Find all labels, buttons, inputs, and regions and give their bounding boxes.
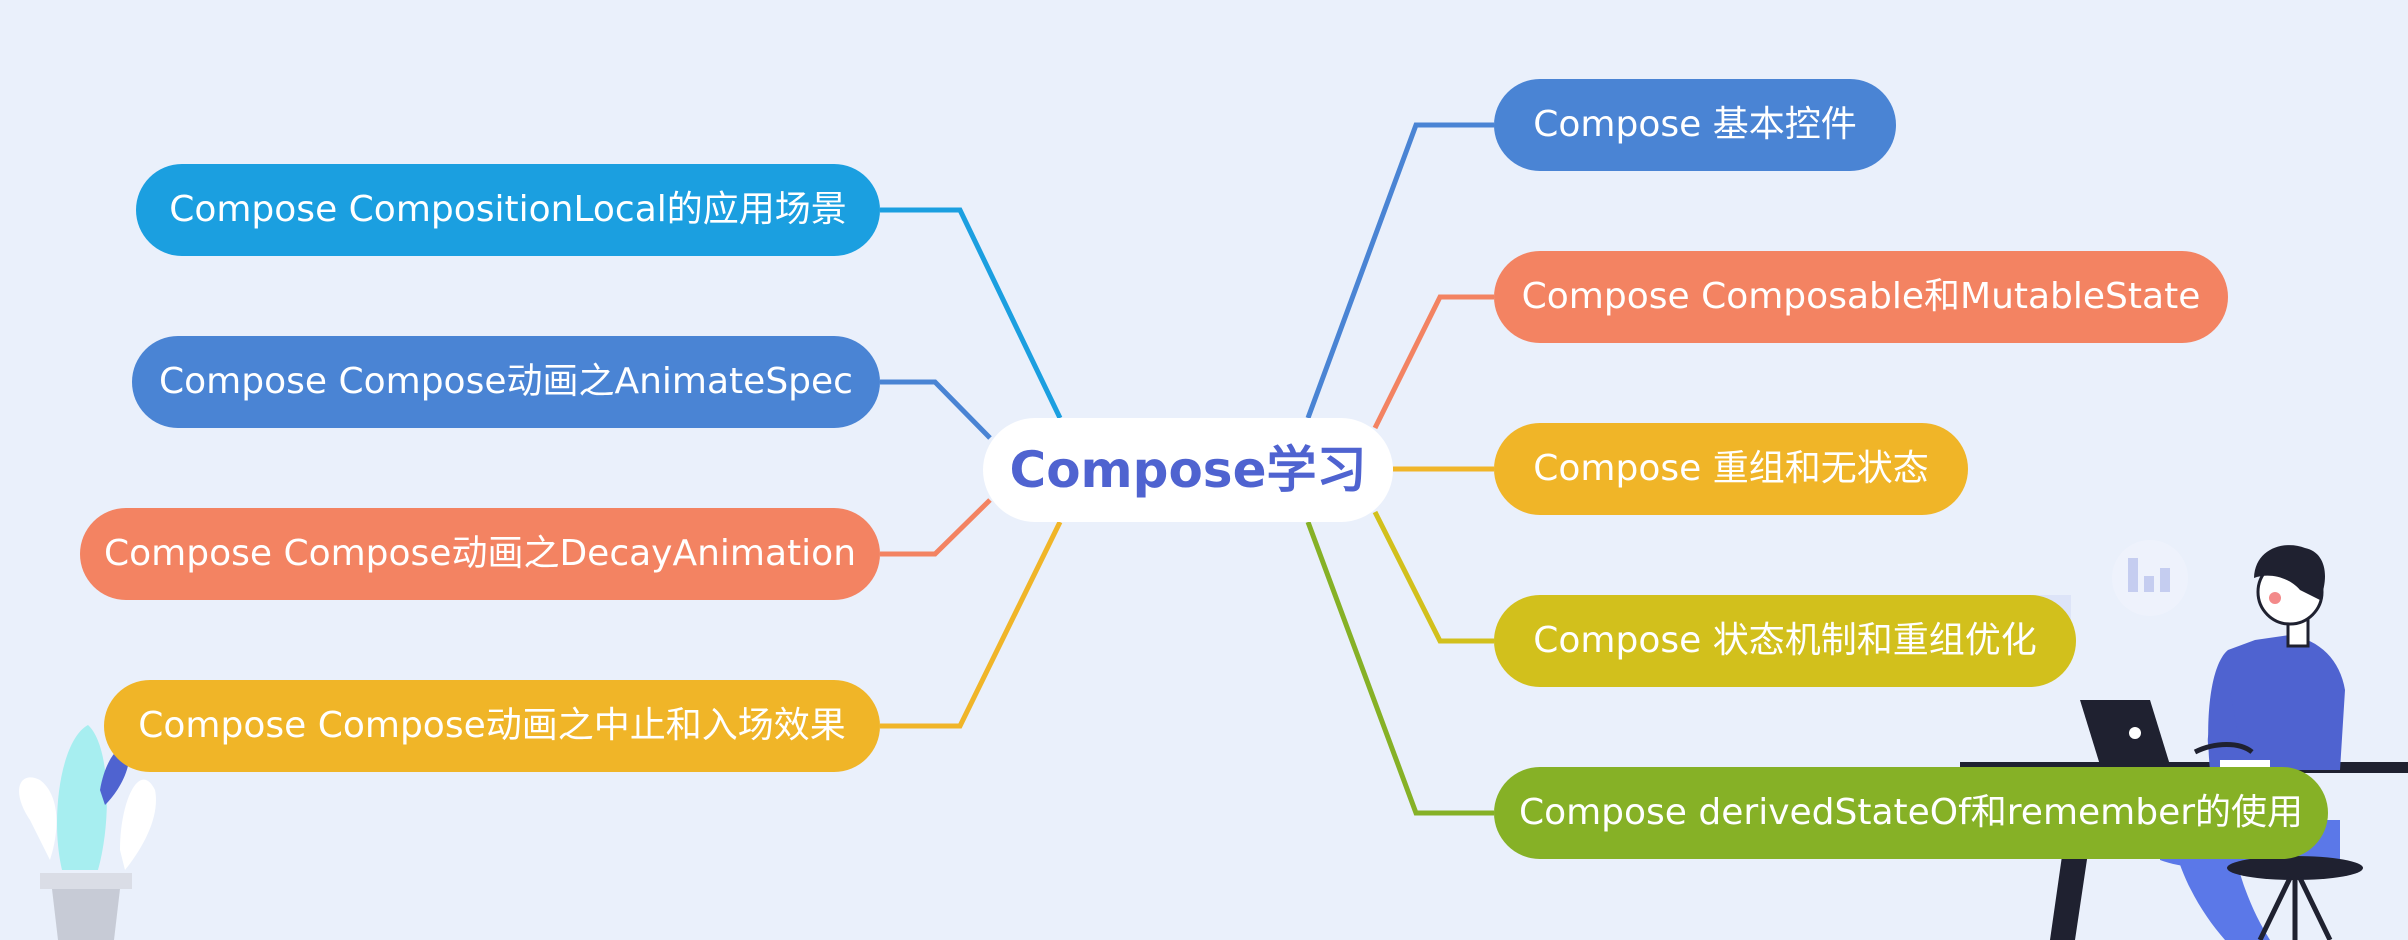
connector-left-3 xyxy=(880,498,992,557)
connector-right-4 xyxy=(1372,510,1494,644)
node-compositionlocal[interactable]: Compose CompositionLocal的应用场景 xyxy=(136,164,880,256)
central-topic[interactable]: Compose学习 xyxy=(983,418,1393,522)
connector-left-2 xyxy=(880,379,992,440)
node-recomposition-stateless[interactable]: Compose 重组和无状态 xyxy=(1494,423,1968,515)
connector-right-1 xyxy=(1305,122,1494,419)
connector-right-5 xyxy=(1305,521,1494,816)
node-animatespec[interactable]: Compose Compose动画之AnimateSpec xyxy=(132,336,880,428)
node-decayanimation[interactable]: Compose Compose动画之DecayAnimation xyxy=(80,508,880,600)
node-composable-mutablestate[interactable]: Compose Composable和MutableState xyxy=(1494,251,2228,343)
node-basic-controls[interactable]: Compose 基本控件 xyxy=(1494,79,1896,171)
node-interrupt-enter-effect[interactable]: Compose Compose动画之中止和入场效果 xyxy=(104,680,880,772)
node-state-mechanism[interactable]: Compose 状态机制和重组优化 xyxy=(1494,595,2076,687)
connector-left-4 xyxy=(880,520,1063,729)
connector-right-2 xyxy=(1372,294,1494,430)
node-derivedstateof-remember[interactable]: Compose derivedStateOf和remember的使用 xyxy=(1494,767,2328,859)
connector-left-1 xyxy=(880,207,1063,420)
